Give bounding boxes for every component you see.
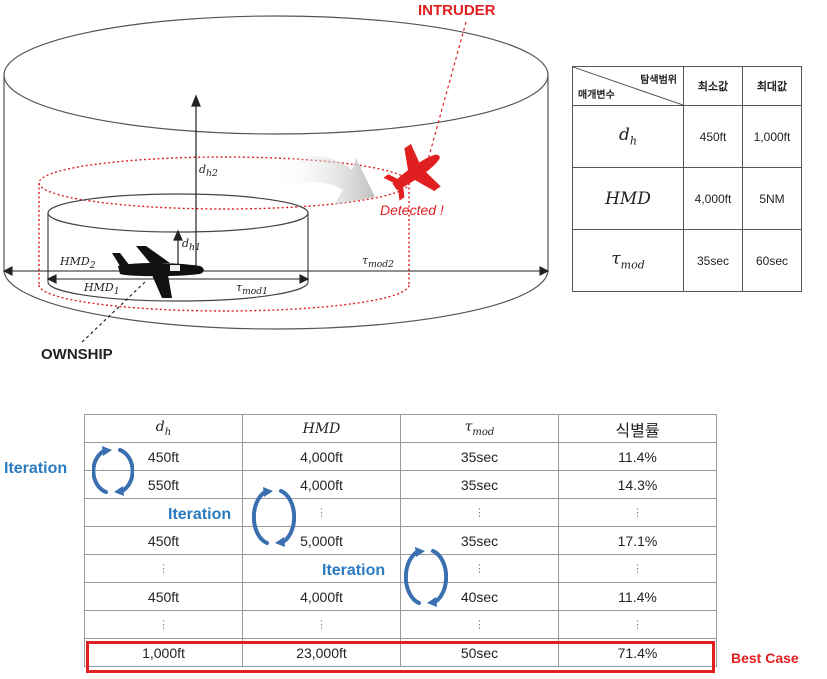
range-param-tau: τmod (572, 229, 684, 292)
range-min: 35sec (683, 229, 743, 292)
table-row: 450ft 4,000ft 40sec 11.4% (84, 582, 717, 611)
search-range-table: 탐색범위 매개변수 최소값 최대값 dh 450ft 1,000ft HMD 4… (572, 66, 802, 292)
cell-rate: ⋮ (558, 498, 717, 527)
motion-arrow (272, 155, 375, 205)
range-row-dh: dh 450ft 1,000ft (572, 105, 802, 168)
tau2-label: τmod2 (362, 254, 394, 271)
table-row: 550ft 4,000ft 35sec 14.3% (84, 470, 717, 499)
range-col-max-header: 최대값 (742, 66, 802, 106)
cycle-icon (404, 547, 448, 607)
results-header-tau: τmod (400, 414, 559, 443)
table-row: 450ft 4,000ft 35sec 11.4% (84, 442, 717, 471)
iteration-label-tau: Iteration (322, 562, 386, 580)
cell-rate: 14.3% (558, 470, 717, 499)
table-row: ⋮ ⋮ ⋮ ⋮ (84, 610, 717, 639)
cell-tau: ⋮ (400, 554, 559, 583)
detected-label: Detected ! (380, 202, 444, 218)
cell-rate: 17.1% (558, 526, 717, 555)
intruder-leader-line (427, 21, 467, 161)
cell-dh: 450ft (84, 582, 243, 611)
outer-detection-cylinder (3, 15, 549, 330)
range-param-hmd: HMD (572, 167, 684, 230)
ownship-label: OWNSHIP (41, 346, 113, 363)
range-header-bottom: 매개변수 (578, 90, 615, 101)
dh2-label: dh2 (199, 163, 218, 180)
table-row: 450ft 5,000ft 35sec 17.1% (84, 526, 717, 555)
range-col-min-header: 최소값 (683, 66, 743, 106)
hmd1-label: HMD1 (84, 281, 120, 298)
table-row: ⋮ ⋮ ⋮ (84, 554, 717, 583)
results-table: dh HMD τmod 식별률 450ft 4,000ft 35sec 11.4… (84, 414, 717, 667)
range-min: 4,000ft (683, 167, 743, 230)
cell-dh: ⋮ (84, 554, 243, 583)
cell-rate: 11.4% (558, 442, 717, 471)
range-row-hmd: HMD 4,000ft 5NM (572, 167, 802, 230)
best-case-highlight (86, 641, 715, 673)
table-row: ⋮ ⋮ ⋮ (84, 498, 717, 527)
airspace-diagram (2, 15, 550, 345)
dh1-label: dh1 (182, 237, 201, 254)
results-header-rate: 식별률 (558, 414, 717, 443)
cell-tau: ⋮ (400, 498, 559, 527)
cell-dh: ⋮ (84, 610, 243, 639)
range-table-corner-header: 탐색범위 매개변수 (572, 66, 684, 106)
range-max: 60sec (742, 229, 802, 292)
results-header-dh: dh (84, 414, 243, 443)
hmd2-label: HMD2 (60, 255, 96, 272)
iteration-label-hmd: Iteration (168, 506, 232, 524)
cell-tau: 35sec (400, 442, 559, 471)
cell-hmd: 5,000ft (242, 526, 401, 555)
range-max: 1,000ft (742, 105, 802, 168)
cell-rate: ⋮ (558, 610, 717, 639)
cycle-icon (252, 487, 296, 547)
cell-rate: 11.4% (558, 582, 717, 611)
cell-hmd: 4,000ft (242, 442, 401, 471)
cell-dh: 450ft (84, 526, 243, 555)
ownship-aircraft-icon (112, 246, 204, 298)
range-row-tau: τmod 35sec 60sec (572, 229, 802, 292)
cell-dh: 450ft (84, 442, 243, 471)
range-min: 450ft (683, 105, 743, 168)
range-param-dh: dh (572, 105, 684, 168)
range-max: 5NM (742, 167, 802, 230)
results-header-hmd: HMD (242, 414, 401, 443)
cell-hmd: 4,000ft (242, 582, 401, 611)
iteration-label-dh: Iteration (4, 460, 68, 478)
intruder-label: INTRUDER (418, 2, 496, 19)
cell-hmd: ⋮ (242, 610, 401, 639)
best-case-label: Best Case (731, 650, 799, 666)
intruder-aircraft-icon (383, 143, 441, 201)
cell-tau: 35sec (400, 470, 559, 499)
tau1-label: τmod1 (236, 281, 268, 298)
cell-tau: ⋮ (400, 610, 559, 639)
ownship-leader-line (79, 281, 146, 345)
range-header-top: 탐색범위 (640, 75, 677, 86)
cycle-icon (92, 446, 134, 496)
cell-rate: ⋮ (558, 554, 717, 583)
